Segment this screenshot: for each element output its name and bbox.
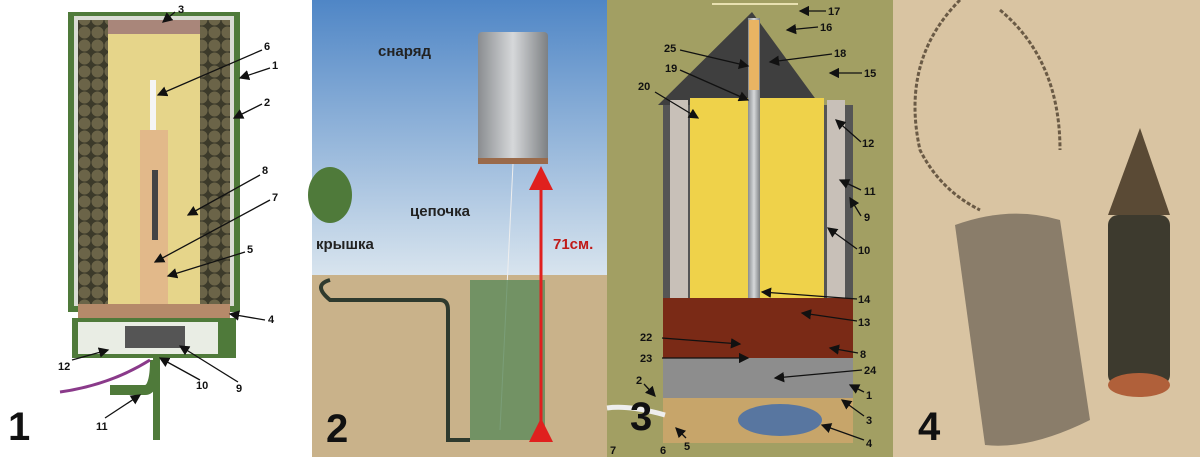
panel-number-1: 1 [8,405,30,449]
wooden-base [663,298,853,358]
label-projectile: снаряд [378,43,431,60]
label-1-11: 11 [96,421,108,433]
sand-ground [312,275,608,457]
label-3-10: 10 [858,245,870,257]
label-3-14: 14 [858,294,871,306]
label-1-1: 1 [272,60,278,72]
panel-number-2: 2 [326,407,348,451]
projectile-image [478,32,548,164]
label-3-8: 8 [860,349,866,361]
battery-block [125,326,185,348]
panel-2-scene: снаряд цепочка крышка 71см. 2 [308,0,608,457]
label-3-4: 4 [866,438,873,450]
label-3-17: 17 [828,6,840,18]
label-3-3: 3 [866,415,872,427]
panel-3-labels: 17 16 25 18 19 15 20 12 11 9 10 14 13 22… [610,5,877,457]
label-1-4: 4 [268,314,275,326]
label-1-12: 12 [58,361,70,373]
buried-canister [470,280,545,440]
lid-image [308,167,352,223]
label-3-16: 16 [820,22,832,34]
label-1-10: 10 [196,380,208,392]
label-3-12: 12 [862,138,874,150]
label-1-7: 7 [272,192,278,204]
label-3-18: 18 [834,48,846,60]
steel-balls-right [200,20,230,304]
label-lid: крышка [316,236,374,253]
label-3-22: 22 [640,332,652,344]
label-3-24: 24 [864,365,877,377]
label-3-23: 23 [640,353,652,365]
panel-1-cutaway: 3 6 1 2 8 7 5 4 12 10 9 11 1 [0,0,308,457]
label-3-11: 11 [864,186,876,198]
label-1-8: 8 [262,165,268,177]
label-1-3: 3 [178,4,184,16]
label-3-9: 9 [864,212,870,224]
label-3-25: 25 [664,43,676,55]
label-3-20: 20 [638,81,650,93]
label-chain: цепочка [410,203,471,220]
label-height: 71см. [553,236,593,253]
label-3-19: 19 [665,63,677,75]
label-3-7: 7 [610,445,616,457]
panel-number-3: 3 [630,395,652,439]
label-3-5: 5 [684,441,690,453]
cone-cap [658,12,820,105]
panel-3-cutaway: 17 16 25 18 19 15 20 12 11 9 10 14 13 22… [606,0,893,457]
battery [738,404,822,436]
chain-image [913,0,1062,212]
steel-balls-left [78,20,108,304]
label-1-9: 9 [236,383,242,395]
label-1-5: 5 [247,244,253,256]
label-1-6: 6 [264,41,270,53]
canister-photo [955,213,1090,446]
label-1-2: 2 [264,97,270,109]
label-3-2: 2 [636,375,642,387]
panel-4-photo: 4 [893,0,1200,457]
label-3-6: 6 [660,445,666,457]
panel-number-4: 4 [918,405,941,449]
label-3-13: 13 [858,317,870,329]
label-3-15: 15 [864,68,876,80]
label-3-1: 1 [866,390,872,402]
projectile-photo [1108,215,1170,385]
